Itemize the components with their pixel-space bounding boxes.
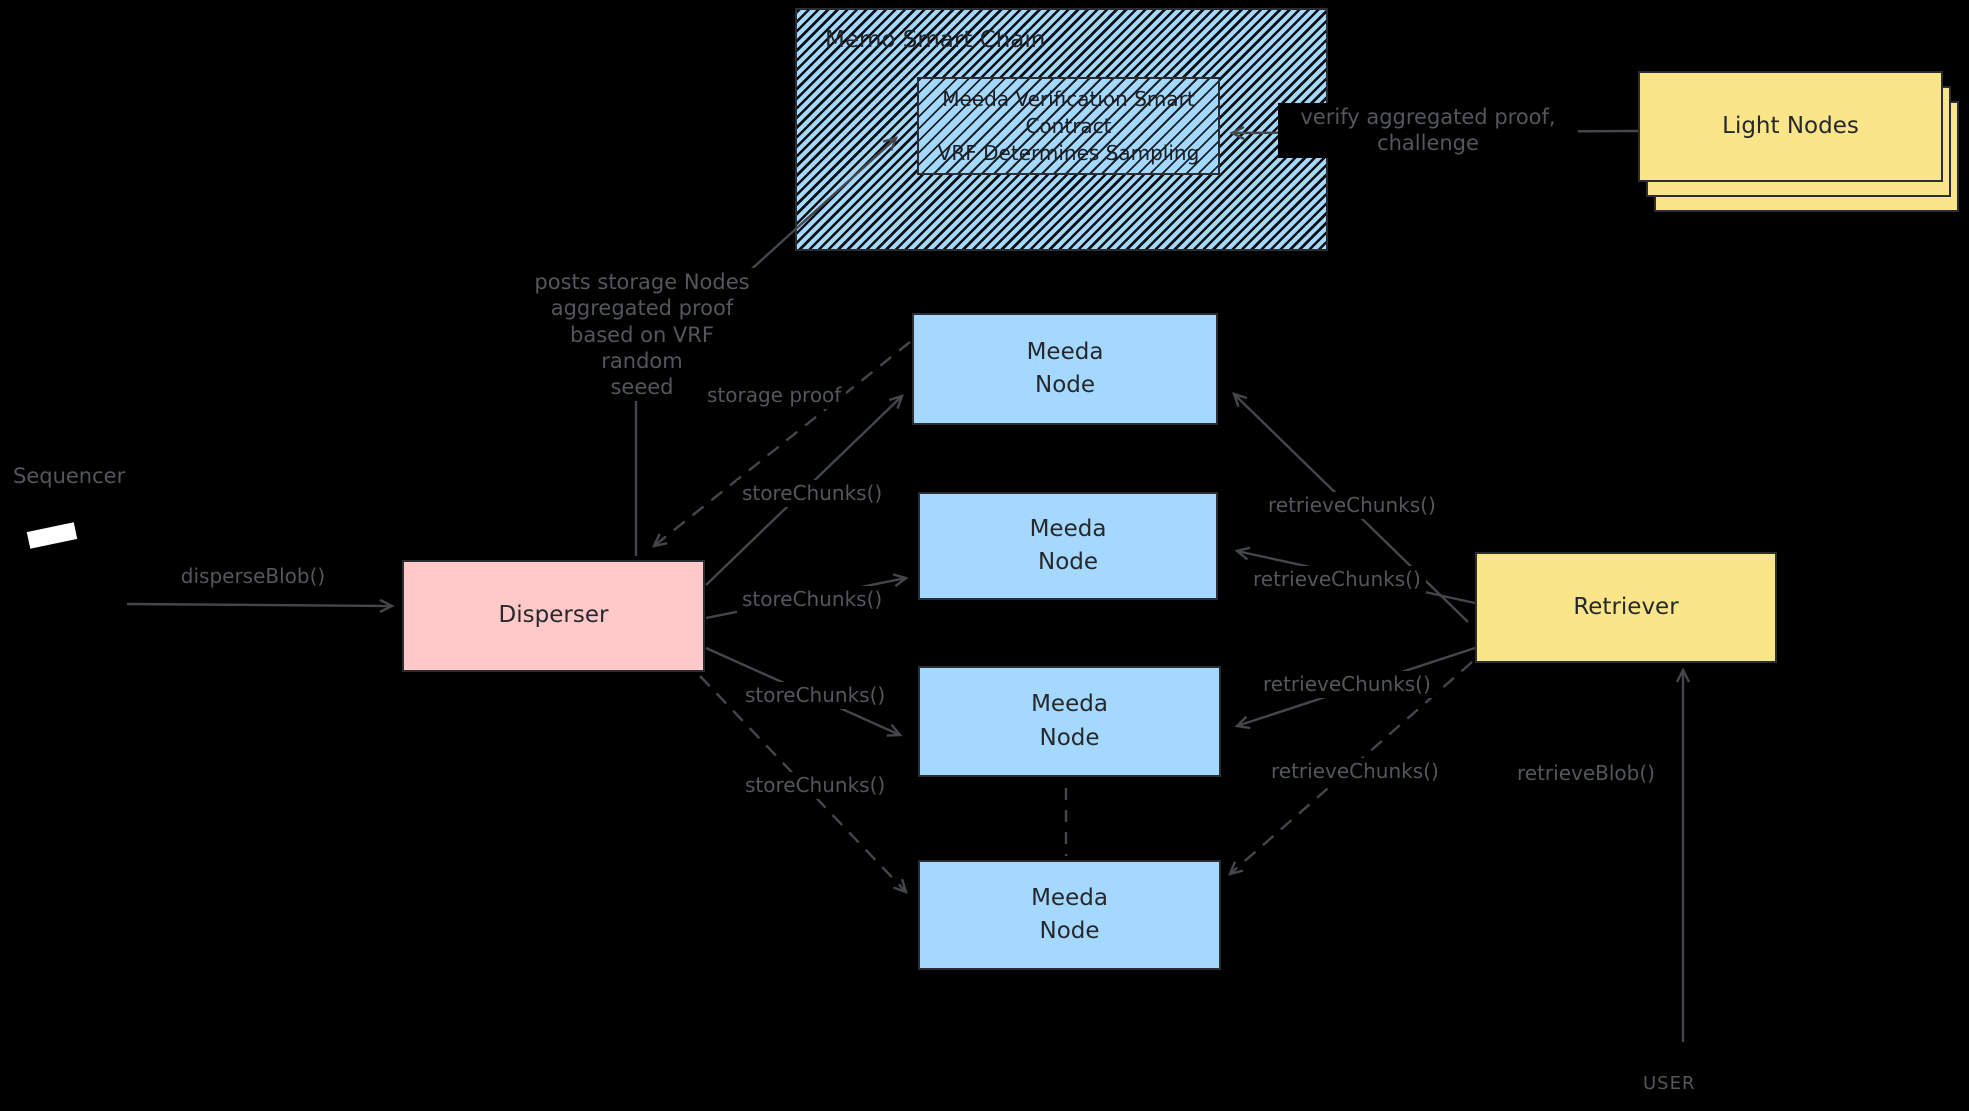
meeda-node-label-line1: Meeda [1026,338,1104,365]
retrieve-chunks-label-1: retrieveChunks() [1263,492,1441,519]
disperser-box: Disperser [402,560,705,672]
user-label: USER [1638,1072,1701,1097]
store-chunks-label-1: storeChunks() [737,480,888,507]
retrieve-blob-label: retrieveBlob() [1512,760,1660,787]
contract-label-line3: VRF Determines Sampling [937,140,1200,165]
retrieve-chunks-label-4: retrieveChunks() [1266,758,1444,785]
meeda-node-4: Meeda Node [918,860,1221,970]
store-chunks-label-3: storeChunks() [740,682,891,709]
store-chunks-label-4: storeChunks() [740,772,891,799]
disperser-label: Disperser [498,602,609,629]
disperse-blob-label: disperseBlob() [168,563,338,590]
store-chunks-label-2: storeChunks() [737,586,888,613]
contract-label-line2: Contract [1025,113,1112,138]
meeda-node-label-line2: Node [1034,372,1096,398]
retriever-label: Retriever [1573,593,1679,620]
meeda-node-label-line1: Meeda [1031,884,1108,911]
meeda-node-label-line1: Meeda [1029,515,1107,542]
meeda-node-label-line1: Meeda [1031,691,1108,718]
storage-proof-label: storage proof [702,382,847,409]
meeda-node-3: Meeda Node [918,666,1221,777]
retrieve-chunks-label-3: retrieveChunks() [1258,671,1436,698]
light-nodes-card: Light Nodes [1638,71,1943,182]
edge-disperse-blob [126,598,395,613]
meeda-node-label-line2: Node [1039,724,1100,751]
verification-contract-box: Meeda Verification Smart Contract VRF De… [917,77,1220,175]
meeda-node-label-line2: Node [1037,549,1099,575]
retrieve-chunks-label-2: retrieveChunks() [1248,566,1426,593]
meeda-node-1: Meeda Node [912,313,1218,425]
chain-title: Memo Smart Chain [825,27,1046,53]
meeda-node-label-line2: Node [1039,918,1100,944]
light-nodes-label: Light Nodes [1722,112,1859,139]
retriever-box: Retriever [1475,552,1777,663]
edge-storage-proof-dashed [651,341,911,548]
posts-proof-label: posts storage Nodes aggregated proof bas… [524,268,760,402]
meeda-node-2: Meeda Node [918,492,1218,600]
contract-label-line1: Meeda Verification Smart [942,86,1195,111]
verify-proof-label: verify aggregated proof, challenge [1278,103,1578,158]
sequencer-label: Sequencer [8,462,131,491]
